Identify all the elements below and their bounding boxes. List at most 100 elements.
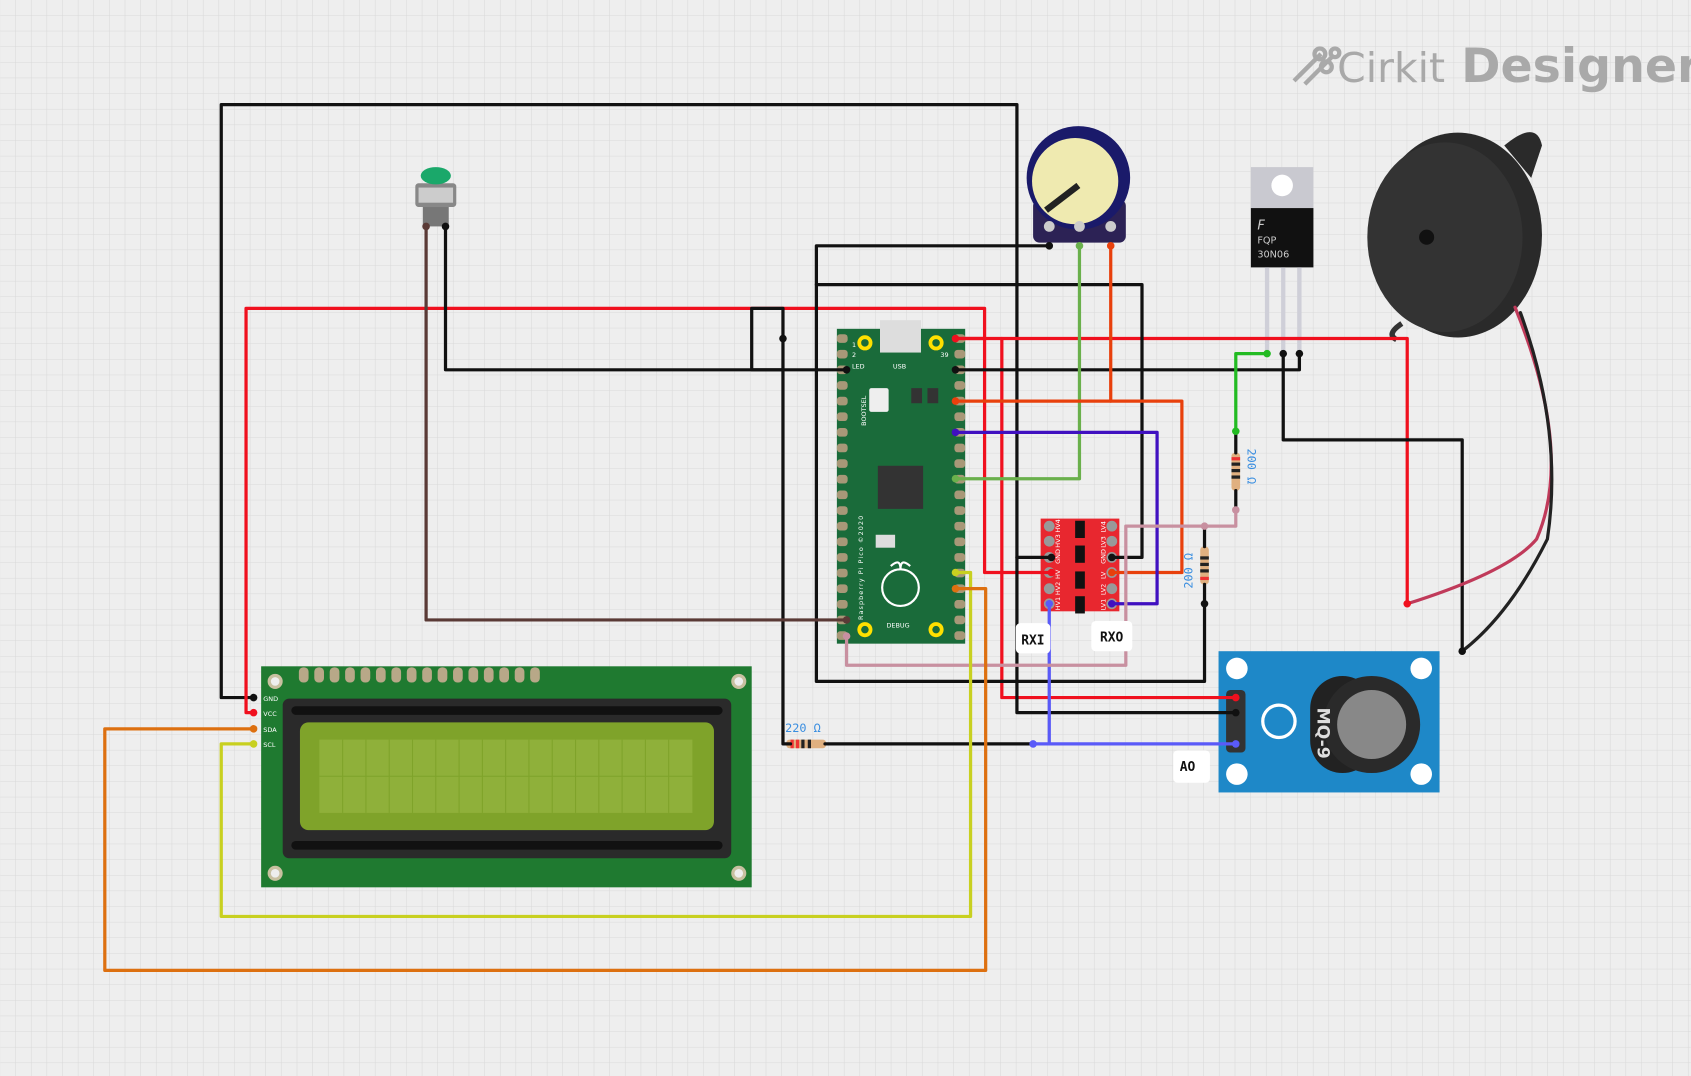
wire-gnd-mosfet[interactable] (953, 352, 1302, 372)
potentiometer[interactable] (1026, 126, 1131, 243)
wire-junction[interactable] (1075, 242, 1084, 250)
raspberry-pi-pico[interactable]: LED USB 1 2 39 DEBUG BOOTSEL Raspberry P… (836, 320, 966, 644)
pico-pin[interactable] (836, 381, 848, 390)
wire-gnd-pot[interactable] (814, 244, 1207, 684)
wire-junction[interactable] (249, 693, 258, 702)
wire-gnd-mq9[interactable] (1015, 368, 1238, 715)
wire-junction[interactable] (951, 584, 960, 593)
wire-junction[interactable] (951, 474, 960, 483)
pico-pin[interactable] (954, 443, 966, 453)
pico-pin[interactable] (836, 474, 848, 484)
piezo-buzzer[interactable] (1367, 132, 1542, 343)
wire-junction[interactable] (1047, 568, 1056, 577)
wires[interactable] (103, 102, 1554, 972)
wire-junction[interactable] (1047, 553, 1056, 562)
pico-pin[interactable] (954, 381, 966, 390)
wire-junction[interactable] (1045, 599, 1054, 608)
shifter-lv-pin[interactable] (1106, 520, 1118, 532)
wire-vcc-shifter[interactable] (982, 336, 1054, 575)
wire-junction[interactable] (1232, 693, 1240, 702)
pico-pin[interactable] (954, 521, 966, 531)
wire-pink[interactable] (844, 508, 1238, 667)
wire-junction[interactable] (249, 725, 258, 733)
pico-pin[interactable] (954, 615, 966, 625)
resistor-220[interactable]: 220 Ω (785, 721, 827, 749)
wire-junction[interactable] (951, 366, 960, 374)
wire-junction[interactable] (1279, 349, 1288, 358)
wire-junction[interactable] (1200, 522, 1209, 530)
wire-junction[interactable] (951, 568, 960, 577)
wire-junction[interactable] (1232, 506, 1240, 514)
wire-junction[interactable] (842, 366, 851, 374)
shifter-lv-pin[interactable] (1106, 583, 1118, 595)
pico-pin[interactable] (836, 537, 848, 547)
wire-lv-power[interactable] (1109, 399, 1184, 575)
wire-junction[interactable] (1106, 242, 1115, 250)
pico-pin[interactable] (954, 506, 966, 515)
push-button[interactable] (415, 167, 457, 227)
wire-junction[interactable] (1108, 553, 1116, 562)
shifter-lv-pin[interactable] (1106, 535, 1118, 547)
pico-pin[interactable] (954, 490, 966, 500)
wire-vcc-buzzer[interactable] (953, 336, 1409, 606)
wire-button-signal[interactable] (424, 224, 849, 622)
pico-pin[interactable] (836, 349, 848, 359)
wire-lv1-rx[interactable] (953, 430, 1159, 606)
lcd-16x2-i2c[interactable]: GND VCC SDA SCL (261, 666, 752, 888)
pico-pin[interactable] (836, 584, 848, 593)
wire-junction[interactable] (1458, 647, 1466, 655)
pico-pin[interactable] (836, 599, 848, 609)
wire-junction[interactable] (1108, 568, 1116, 577)
wire-junction[interactable] (249, 740, 258, 748)
bootsel-button[interactable] (869, 388, 889, 412)
shifter-hv-pin[interactable] (1043, 583, 1055, 595)
wire-junction[interactable] (842, 616, 851, 624)
pico-pin[interactable] (954, 412, 966, 422)
wire-vcc-mq9[interactable] (1000, 336, 1238, 700)
wire-junction[interactable] (1232, 740, 1240, 748)
wire-junction[interactable] (1029, 740, 1037, 748)
pico-pin[interactable] (836, 553, 848, 562)
pico-pin[interactable] (836, 334, 848, 343)
wire-junction[interactable] (249, 708, 258, 717)
wire-pot-wiper[interactable] (953, 244, 1082, 481)
shifter-hv-pin[interactable] (1043, 535, 1055, 547)
mosfet-fqp30n06[interactable]: F FQP 30N06 (1250, 167, 1314, 354)
resistor-200-2[interactable]: 200 Ω (1182, 546, 1209, 589)
wire-scl[interactable] (219, 570, 973, 919)
pico-pin[interactable] (836, 412, 848, 422)
wire-junction[interactable] (1232, 708, 1240, 717)
wire-mosfet-gate[interactable] (1234, 352, 1269, 433)
wire-junction[interactable] (1295, 349, 1304, 358)
shifter-hv-pin[interactable] (1043, 520, 1055, 532)
wire-button-gnd[interactable] (443, 224, 849, 372)
pico-pin[interactable] (954, 599, 966, 609)
resistor-200-1[interactable]: 200 Ω (1231, 449, 1259, 491)
wire-junction[interactable] (1200, 599, 1209, 608)
pico-pin[interactable] (836, 490, 848, 500)
wire-gnd-top-loop[interactable] (219, 102, 1019, 700)
wire-junction[interactable] (779, 334, 787, 343)
pico-pin[interactable] (836, 428, 848, 437)
pico-pin[interactable] (954, 631, 966, 640)
pico-pin[interactable] (836, 459, 848, 468)
pico-pin[interactable] (836, 506, 848, 515)
pico-pin[interactable] (836, 396, 848, 406)
wire-junction[interactable] (422, 222, 430, 231)
wire-junction[interactable] (1108, 599, 1116, 608)
wire-junction[interactable] (1403, 599, 1411, 608)
pico-pin[interactable] (836, 521, 848, 531)
pico-pin[interactable] (836, 443, 848, 453)
wire-junction[interactable] (1232, 427, 1240, 436)
wire-junction[interactable] (951, 397, 960, 405)
mq9-gas-sensor[interactable]: MQ-9 (1218, 651, 1440, 793)
wire-junction[interactable] (441, 222, 450, 231)
pico-pin[interactable] (954, 459, 966, 468)
wire-junction[interactable] (951, 428, 960, 437)
pico-pin[interactable] (954, 553, 966, 562)
wire-sda[interactable] (103, 587, 988, 972)
wire-junction[interactable] (842, 632, 851, 640)
pico-pin[interactable] (954, 537, 966, 547)
